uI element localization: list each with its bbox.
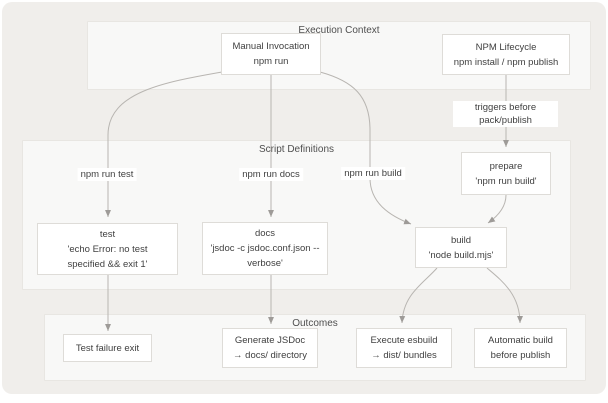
edge-label-triggers-before-line1: triggers before (474, 102, 537, 113)
node-npm-lifecycle-line1: NPM Lifecycle (475, 41, 537, 53)
node-npm-lifecycle: NPM Lifecycle npm install / npm publish (442, 34, 570, 75)
node-automatic-build-line1: Automatic build (488, 335, 553, 346)
container-script-definitions-label: Script Definitions (258, 144, 335, 155)
node-prepare-line1: prepare (489, 160, 523, 172)
edge-manual-to-build (319, 71, 412, 225)
node-execute-esbuild-line1: Execute esbuild (370, 335, 438, 346)
node-test: test 'echo Error: no test specified && e… (37, 223, 178, 275)
node-test-failure-exit: Test failure exit (63, 334, 152, 362)
node-manual-invocation-line1: Manual Invocation (232, 41, 310, 52)
node-manual-invocation-line2: npm run (253, 56, 289, 67)
edge-label-npm-run-test: npm run test (77, 168, 137, 181)
node-build: build 'node build.mjs' (415, 227, 507, 268)
node-prepare: prepare 'npm run build' (461, 152, 551, 195)
edge-build-to-esbuild (399, 267, 438, 324)
node-automatic-build-line2: before publish (490, 350, 551, 361)
node-test-line2: 'echo Error: no test (67, 243, 148, 255)
edge-prepare-to-build (487, 194, 507, 224)
node-test-line3: specified && exit 1' (67, 258, 148, 270)
node-build-line2: 'node build.mjs' (428, 249, 494, 261)
node-execute-esbuild: Execute esbuild → dist/ bundles (356, 328, 452, 368)
edge-manual-to-test (105, 71, 223, 217)
node-automatic-build: Automatic build before publish (474, 328, 567, 368)
node-docs-line3: verbose' (247, 258, 283, 269)
edge-label-npm-run-docs: npm run docs (239, 168, 303, 181)
node-build-line1: build (450, 234, 472, 246)
node-test-failure-exit-line1: Test failure exit (75, 342, 140, 354)
node-prepare-line2: 'npm run build' (475, 175, 537, 187)
node-docs: docs 'jsdoc -c jsdoc.conf.json -- verbos… (202, 222, 328, 275)
container-outcomes-label: Outcomes (292, 318, 338, 329)
node-docs-line2: 'jsdoc -c jsdoc.conf.json -- (210, 243, 320, 254)
node-execute-esbuild-line2: → dist/ bundles (371, 350, 437, 361)
node-npm-lifecycle-line2: npm install / npm publish (453, 56, 559, 68)
container-execution-context-label: Execution Context (298, 25, 380, 36)
node-docs-line1: docs (254, 228, 276, 239)
edge-label-triggers-before: triggers before pack/publish (453, 101, 558, 127)
node-manual-invocation: Manual Invocation npm run (221, 33, 321, 75)
edge-build-to-automatic (486, 267, 523, 324)
node-test-line1: test (99, 228, 116, 240)
node-generate-jsdoc: Generate JSDoc → docs/ directory (222, 328, 318, 368)
edge-label-triggers-before-line2: pack/publish (479, 115, 532, 126)
node-generate-jsdoc-line2: → docs/ directory (233, 350, 307, 361)
node-generate-jsdoc-line1: Generate JSDoc (234, 335, 306, 346)
edge-label-npm-run-build: npm run build (341, 167, 405, 180)
